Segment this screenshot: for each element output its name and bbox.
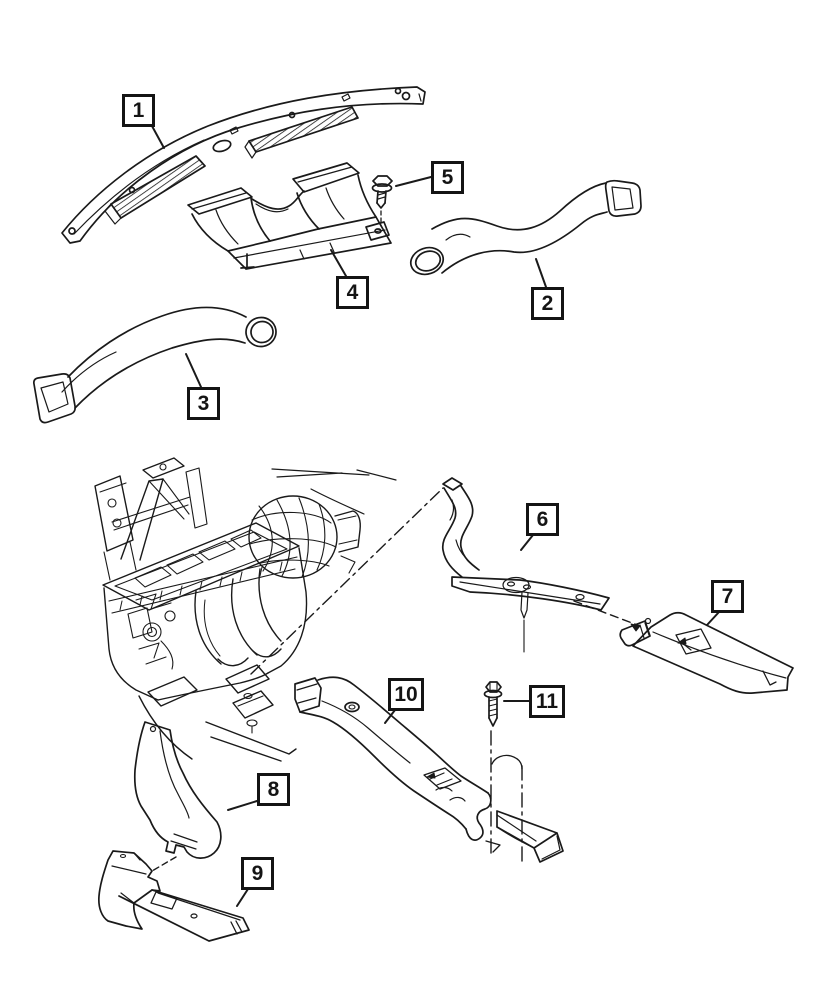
- part-10-rear-duct: [294, 676, 492, 841]
- part-8-side-duct: [133, 721, 222, 872]
- callout-8[interactable]: 8: [257, 773, 290, 806]
- callout-11[interactable]: 11: [529, 685, 565, 718]
- part-4-demister-duct: [187, 162, 392, 270]
- callout-leader-lines: [151, 125, 720, 907]
- part-3-side-duct-left: [32, 306, 277, 424]
- callout-4[interactable]: 4: [336, 276, 369, 309]
- callout-6[interactable]: 6: [526, 503, 559, 536]
- part-9-floor-duct-front: [98, 850, 250, 942]
- callout-7[interactable]: 7: [711, 580, 744, 613]
- part-11-screw: [483, 681, 564, 863]
- part-1-defroster-duct: [61, 86, 426, 244]
- hvac-housing-assembly: [94, 457, 444, 762]
- callout-5[interactable]: 5: [431, 161, 464, 194]
- callout-9[interactable]: 9: [241, 857, 274, 890]
- callout-3[interactable]: 3: [187, 387, 220, 420]
- part-7-floor-duct: [619, 611, 794, 694]
- callout-10[interactable]: 10: [388, 678, 424, 711]
- part-2-side-duct-right: [409, 179, 642, 276]
- part-5-screw: [371, 175, 393, 227]
- part-6-center-duct: [441, 477, 641, 653]
- callout-1[interactable]: 1: [122, 94, 155, 127]
- callout-2[interactable]: 2: [531, 287, 564, 320]
